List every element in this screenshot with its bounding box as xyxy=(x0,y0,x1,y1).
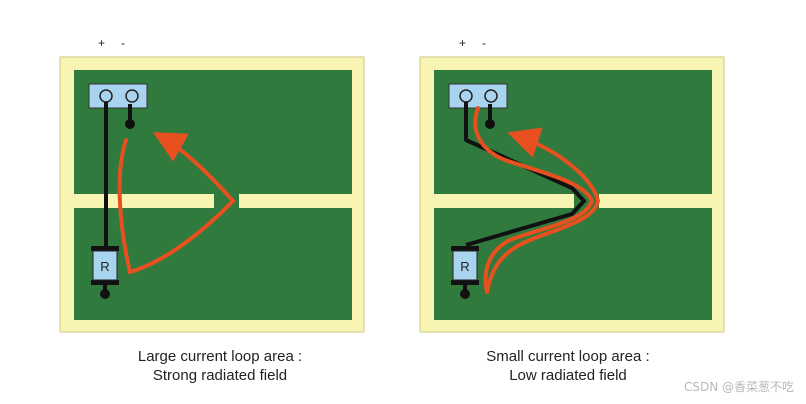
plane-split-right-part xyxy=(239,194,352,208)
caption-left-line2: Strong radiated field xyxy=(152,367,288,384)
resistor-left xyxy=(92,250,118,281)
caption-right: Small current loop area : Low radiated f… xyxy=(418,347,718,385)
plane-split-left-r xyxy=(434,194,574,208)
resistor-label-left: R xyxy=(100,259,109,274)
minus-label-left: - xyxy=(121,36,125,50)
caption-right-line2: Low radiated field xyxy=(509,367,627,384)
plane-split-right-r xyxy=(599,194,712,208)
forward-current-path-right xyxy=(473,106,595,294)
plus-label-right: + xyxy=(459,36,467,50)
caption-left-line1: Large current loop area : xyxy=(137,348,303,365)
plane-bridge xyxy=(214,194,239,208)
resistor-cap-top-right xyxy=(451,246,479,251)
ground-via-left xyxy=(125,119,135,129)
resistor-via-right xyxy=(460,289,470,299)
resistor-via-left xyxy=(100,289,110,299)
return-current-path-right xyxy=(485,127,601,294)
connector-pin-minus-right xyxy=(484,89,498,103)
pcb-board-left xyxy=(59,56,365,333)
resistor-label-right: R xyxy=(460,259,469,274)
connector-right xyxy=(448,83,508,109)
watermark: CSDN @香菜葱不吃 xyxy=(683,380,794,394)
connector-pin-minus-left xyxy=(125,89,139,103)
resistor-cap-bottom-right xyxy=(451,280,479,285)
ground-via-right xyxy=(485,119,495,129)
return-current-path-left xyxy=(117,132,236,275)
caption-right-line1: Small current loop area : xyxy=(486,348,650,365)
pcb-board-right xyxy=(419,56,725,333)
resistor-cap-top-left xyxy=(91,246,119,251)
signal-trace-right xyxy=(464,102,586,247)
caption-left: Large current loop area : Strong radiate… xyxy=(70,347,370,385)
ground-plane-bottom-right xyxy=(434,208,712,320)
plane-split-left xyxy=(74,194,214,208)
resistor-cap-bottom-left xyxy=(91,280,119,285)
minus-label-right: - xyxy=(482,36,486,50)
plus-label-left: + xyxy=(98,36,106,50)
resistor-right xyxy=(452,250,478,281)
